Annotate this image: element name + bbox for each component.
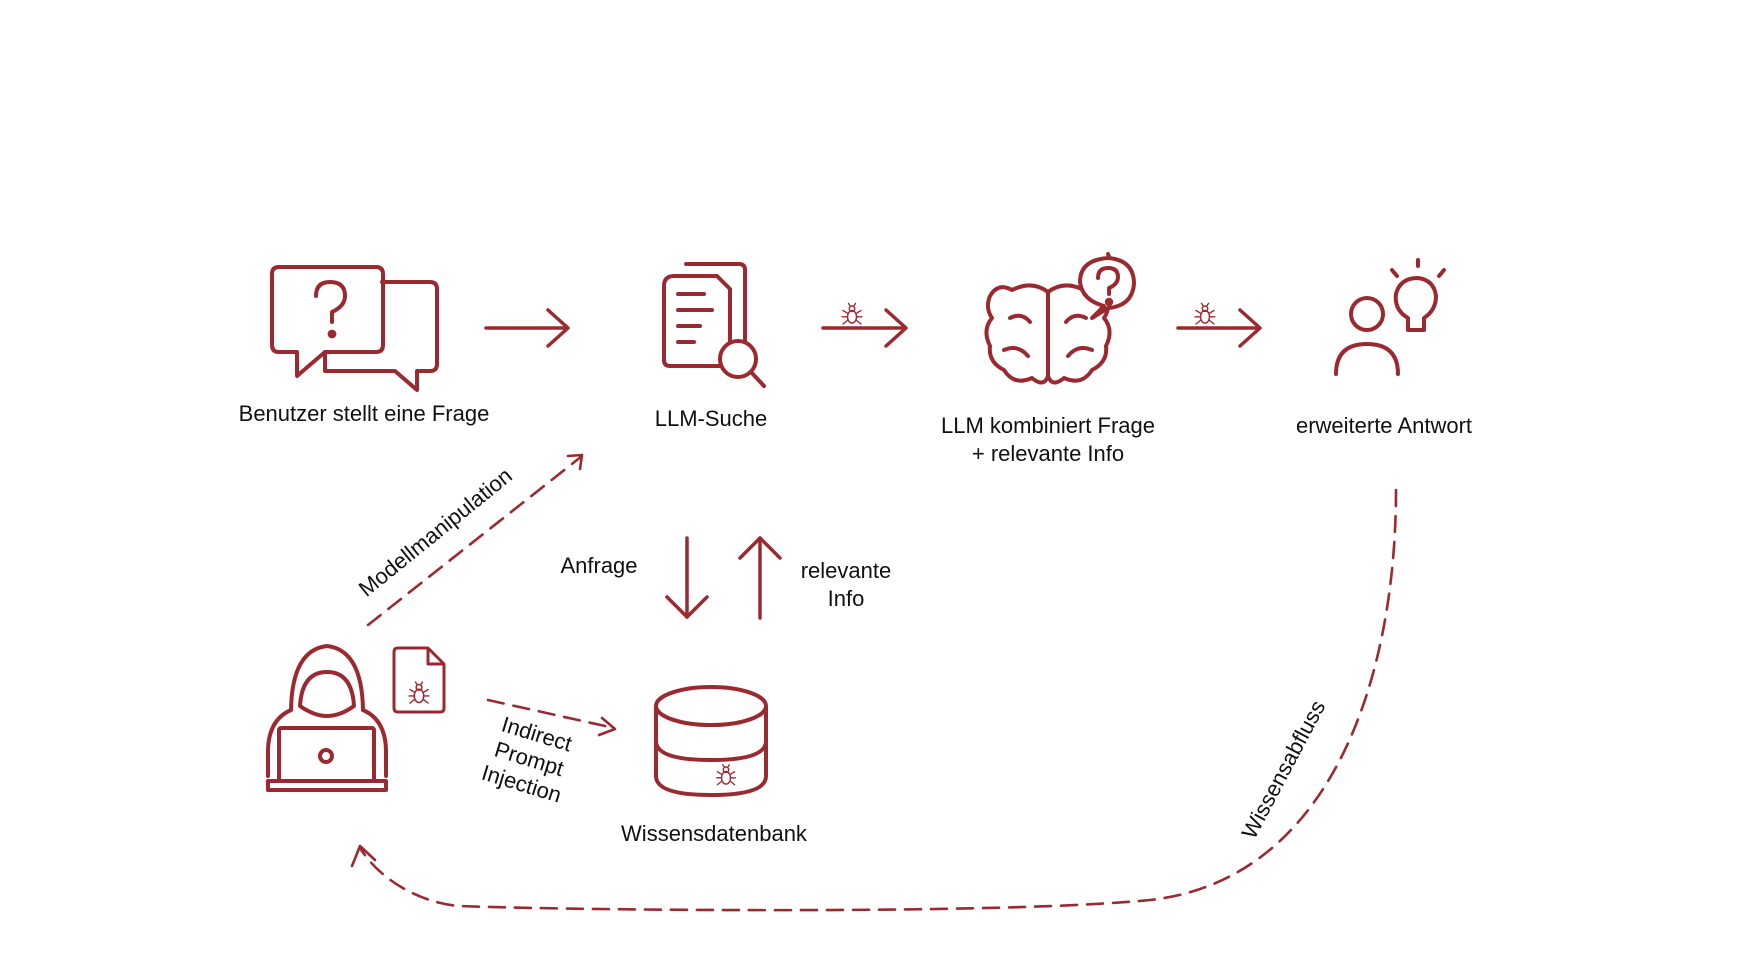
arrow-indirect-injection — [486, 698, 617, 737]
arrow-query-down — [665, 536, 709, 619]
label-llm-combine-line1: LLM kombiniert Frage — [941, 413, 1155, 438]
label-relevant-info-line2: Info — [828, 586, 865, 611]
arrow-knowledge-leak — [350, 488, 1398, 912]
label-knowledge-base: Wissensdatenbank — [621, 821, 808, 846]
arrow-combine-to-answer — [1176, 301, 1262, 348]
arrow-model-manipulation — [366, 453, 584, 627]
bug-icon-2 — [1193, 301, 1217, 326]
brain-question-icon — [984, 252, 1136, 385]
malicious-file-icon — [392, 646, 446, 714]
label-llm-search: LLM-Suche — [655, 406, 768, 431]
label-knowledge-leak: Wissensabfluss — [1236, 696, 1330, 843]
database-bug-icon — [654, 685, 768, 797]
arrow-info-up — [738, 536, 782, 620]
arrow-search-to-combine — [821, 301, 908, 348]
label-query: Anfrage — [560, 553, 637, 578]
label-answer: erweiterte Antwort — [1296, 413, 1472, 438]
hacker-laptop-icon — [266, 644, 388, 792]
document-search-icon — [662, 262, 766, 388]
chat-question-icon — [270, 265, 439, 392]
bug-icon-1 — [840, 301, 864, 326]
label-model-manipulation: Modellmanipulation — [354, 463, 517, 602]
label-relevant-info-line1: relevante — [801, 558, 892, 583]
arrow-question-to-search — [484, 308, 570, 348]
label-user-question: Benutzer stellt eine Frage — [239, 401, 490, 426]
label-llm-combine-line2: + relevante Info — [972, 441, 1124, 466]
person-lightbulb-icon — [1334, 258, 1446, 376]
